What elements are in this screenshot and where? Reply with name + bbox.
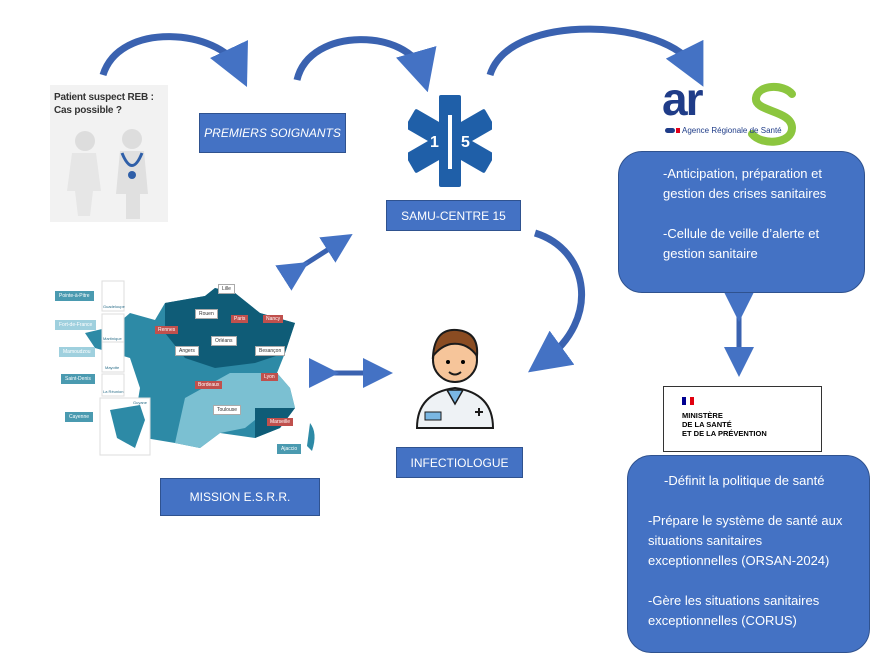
city-marseille: Marseille	[267, 418, 294, 426]
city-ajaccio: Ajaccio	[277, 444, 302, 454]
overseas-mamoudzou: Mamoudzou	[59, 347, 95, 357]
patient-image: Patient suspect REB : Cas possible ?	[50, 85, 168, 222]
patient-caption-2: Cas possible ?	[54, 105, 122, 116]
infectiologue-label: INFECTIOLOGUE	[410, 455, 509, 470]
city-lille: Lille	[218, 284, 235, 294]
min-text-2: -Prépare le système de santé aux	[648, 513, 843, 528]
city-angers: Angers	[175, 346, 199, 356]
premiers-soignants-label: PREMIERS SOIGNANTS	[204, 126, 341, 140]
ministere-line-3: ET DE LA PRÉVENTION	[682, 429, 767, 438]
territory-mayotte: Mayotte	[105, 365, 120, 370]
ministere-line-1: MINISTÈRE	[682, 411, 723, 420]
mission-esrr-label: MISSION E.S.R.R.	[189, 490, 291, 504]
ministere-missions-box: -Définit la politique de santé -Prépare …	[627, 455, 870, 653]
france-map-shape	[85, 280, 315, 456]
city-paris: Paris	[231, 315, 249, 323]
min-text-4: exceptionnelles (ORSAN-2024)	[648, 553, 830, 568]
ars-text-2: gestion des crises sanitaires	[663, 186, 827, 201]
samu-box: SAMU-CENTRE 15	[386, 200, 521, 231]
mission-esrr-box: MISSION E.S.R.R.	[160, 478, 320, 516]
patient-figures-icon	[67, 129, 148, 219]
ars-logo-s	[748, 83, 797, 146]
arrow-samu-to-ars	[486, 25, 704, 87]
city-lyon: Lyon	[261, 373, 278, 381]
min-text-6: exceptionnelles (CORUS)	[648, 613, 797, 628]
territory-martinique: Martinique	[103, 336, 122, 341]
ars-missions-box: -Anticipation, préparation et gestion de…	[618, 151, 865, 293]
premiers-soignants-box: PREMIERS SOIGNANTS	[199, 113, 346, 153]
ars-text-3: -Cellule de veille d’alerte et	[663, 226, 820, 241]
overseas-saint-denis: Saint-Denis	[61, 374, 95, 384]
ars-text-4: gestion sanitaire	[663, 246, 758, 261]
min-text-1: -Définit la politique de santé	[664, 473, 825, 488]
ars-subtitle: Agence Régionale de Santé	[682, 126, 782, 135]
arrow-samu-to-infectiologue	[528, 229, 586, 373]
overseas-cayenne: Cayenne	[65, 412, 94, 422]
city-besancon: Besançon	[255, 346, 286, 356]
city-bordeaux: Bordeaux	[195, 381, 223, 389]
ars-text-1: -Anticipation, préparation et	[663, 166, 822, 181]
city-rennes: Rennes	[155, 326, 179, 334]
samu-label: SAMU-CENTRE 15	[401, 208, 506, 223]
arrow-premiers-to-samu	[293, 36, 437, 93]
ministere-logo: MINISTÈRE DE LA SANTÉ ET DE LA PRÉVENTIO…	[663, 386, 822, 452]
arrow-patient-to-premiers	[99, 33, 248, 87]
overseas-fort-de-france: Fort-de-France	[55, 320, 97, 330]
city-toulouse: Toulouse	[213, 405, 242, 415]
city-rouen: Rouen	[195, 309, 218, 319]
city-orleans: Orléans	[211, 336, 237, 346]
infectiologue-box: INFECTIOLOGUE	[396, 447, 523, 478]
territory-guyane: Guyane	[133, 400, 148, 405]
territory-reunion: La Réunion	[103, 389, 124, 394]
star-of-life-icon: 1 5	[408, 95, 492, 187]
france-map: Lille Rouen Paris Nancy Rennes Angers Or…	[55, 278, 325, 463]
arrow-samu-map	[275, 233, 353, 291]
territory-guadeloupe: Guadeloupe	[103, 304, 125, 309]
city-nancy: Nancy	[263, 315, 284, 323]
star-number: 1	[430, 134, 439, 151]
svg-text:5: 5	[461, 134, 470, 151]
patient-caption: Patient suspect REB :	[54, 92, 154, 103]
min-text-3: situations sanitaires	[648, 533, 763, 548]
overseas-pointe-a-pitre: Pointe-à-Pitre	[55, 291, 94, 301]
min-text-5: -Gère les situations sanitaires	[648, 593, 820, 608]
ministere-line-2: DE LA SANTÉ	[682, 420, 732, 429]
ars-logo-ar: ar	[662, 73, 704, 125]
ars-logo: ar Agence Régionale de Santé	[660, 73, 810, 150]
doctor-icon	[415, 328, 495, 429]
